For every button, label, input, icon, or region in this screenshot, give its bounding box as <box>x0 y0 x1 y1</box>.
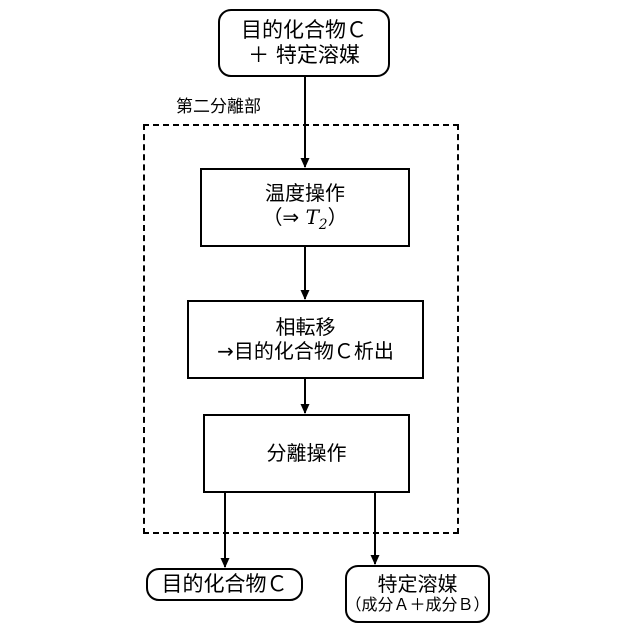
node-separation-operation[interactable]: 分離操作 <box>203 414 410 493</box>
node-output-solvent[interactable]: 特定溶媒 （成分Ａ＋成分Ｂ） <box>345 565 490 623</box>
group-label-second-separation-unit: 第二分離部 <box>176 97 261 117</box>
node-phase-transition-line-2: →目的化合物Ｃ析出 <box>217 338 394 363</box>
temperature-symbol-subscript: 2 <box>318 216 328 233</box>
node-input-compound-and-solvent[interactable]: 目的化合物Ｃ ＋ 特定溶媒 <box>218 9 390 77</box>
temperature-paren-close: ） <box>327 204 348 229</box>
temperature-symbol-letter: T <box>305 204 319 229</box>
node-temperature-operation-line-2: （⇒ T2） <box>262 204 348 233</box>
node-separation-operation-line-1: 分離操作 <box>266 440 347 465</box>
node-phase-transition[interactable]: 相転移 →目的化合物Ｃ析出 <box>187 300 424 379</box>
temperature-symbol: T2 <box>305 204 328 233</box>
node-temperature-operation-line-1: 温度操作 <box>265 181 345 206</box>
node-output-compound[interactable]: 目的化合物Ｃ <box>146 568 303 601</box>
group-region-second-separation-unit <box>143 124 459 534</box>
node-input-line-2: ＋ 特定溶媒 <box>248 43 360 67</box>
node-output-solvent-line-1: 特定溶媒 <box>377 571 458 596</box>
node-output-solvent-line-2: （成分Ａ＋成分Ｂ） <box>345 595 490 615</box>
node-temperature-operation[interactable]: 温度操作 （⇒ T2） <box>200 168 410 247</box>
node-input-line-1: 目的化合物Ｃ <box>241 18 367 43</box>
node-output-compound-line-1: 目的化合物Ｃ <box>161 572 288 597</box>
temperature-paren-open: （⇒ <box>262 204 306 229</box>
node-phase-transition-line-1: 相転移 <box>275 314 336 339</box>
